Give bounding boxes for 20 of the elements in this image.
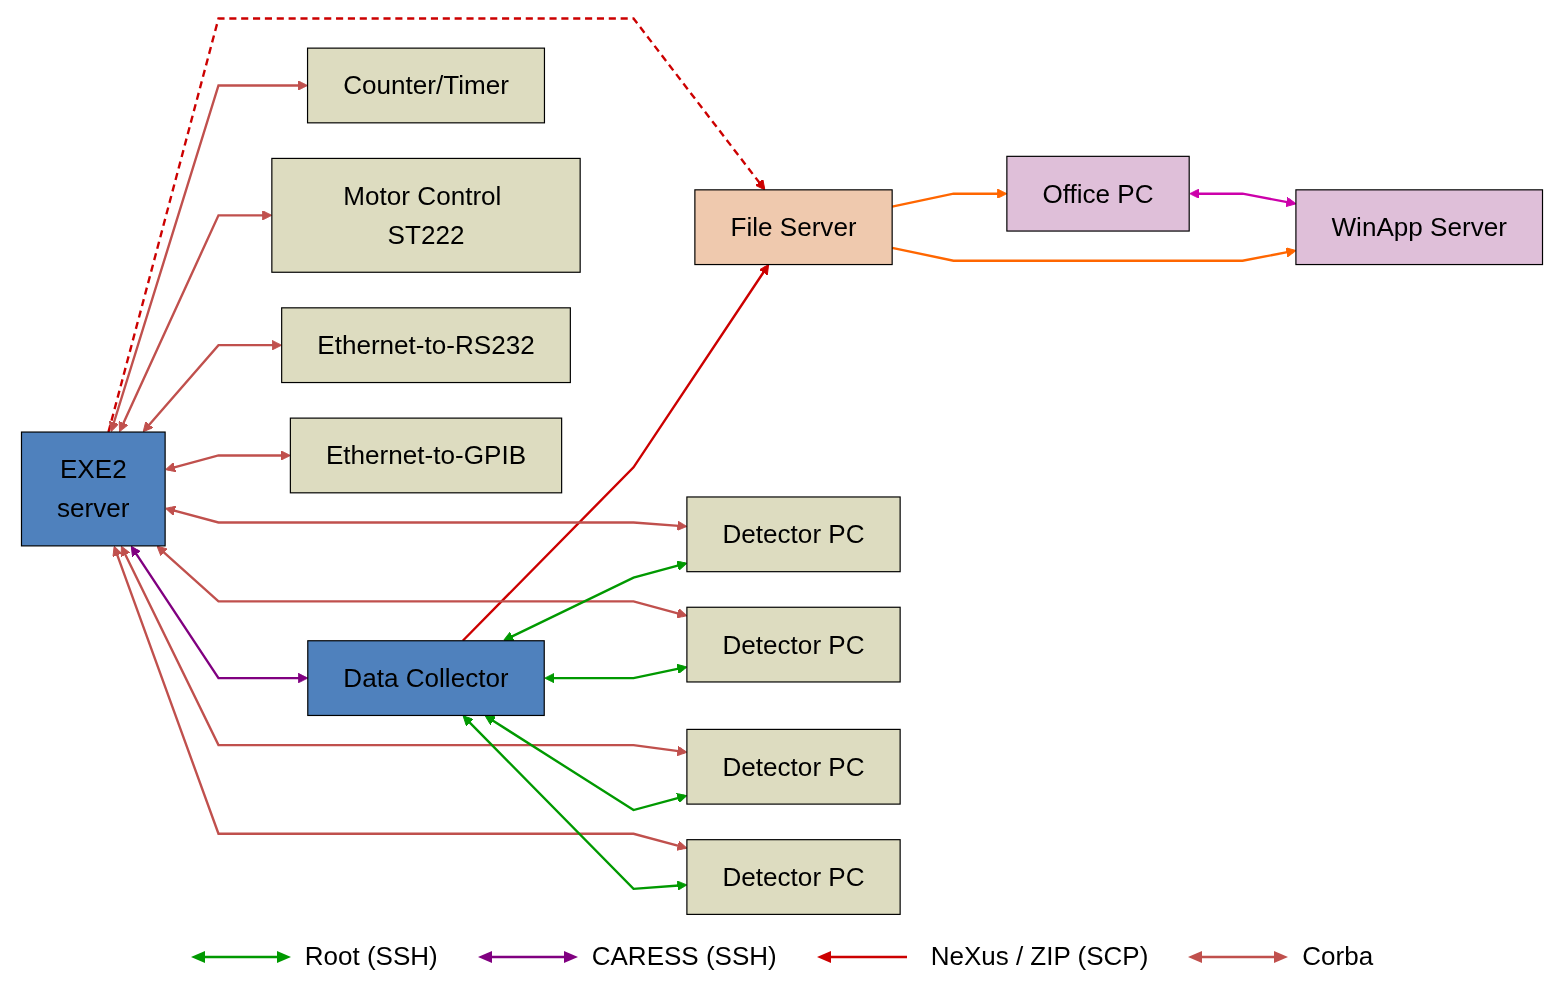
node-box: Detector PC: [686, 728, 901, 805]
node-box: Ethernet-to-RS232: [281, 307, 571, 384]
node-box: Ethernet-to-GPIB: [289, 417, 563, 494]
arrow: [165, 450, 291, 473]
legend-label: CARESS (SSH): [591, 941, 777, 972]
node-box: Office PC: [1006, 155, 1190, 232]
node-box: Detector PC: [686, 839, 901, 916]
node-box: WinApp Server: [1295, 189, 1544, 266]
node-box: EXE2 server: [20, 431, 166, 547]
node-box: Counter/Timer: [306, 47, 546, 124]
node-box: File Server: [694, 189, 893, 266]
arrow: [107, 17, 766, 433]
node-box: Motor Control ST222: [271, 157, 581, 273]
node-box: Detector PC: [686, 606, 901, 683]
legend-label: NeXus / ZIP (SCP): [930, 941, 1149, 972]
arrow: [461, 264, 770, 642]
legend-label: Root (SSH): [304, 941, 438, 972]
node-box: Detector PC: [686, 496, 901, 573]
node-box: Data Collector: [307, 640, 545, 717]
legend-label: Corba: [1302, 941, 1374, 972]
